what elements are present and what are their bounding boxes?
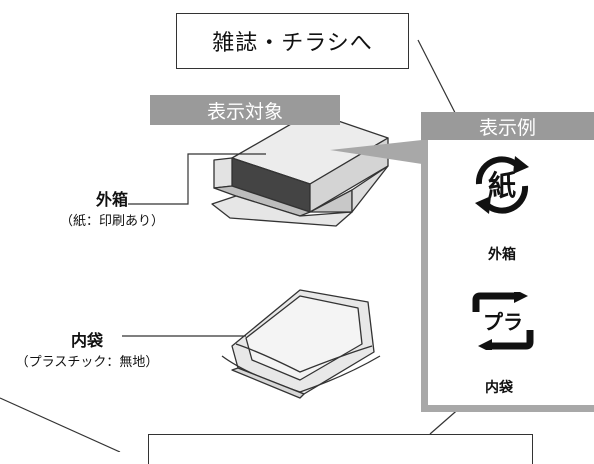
bottom-callout-box <box>148 434 533 464</box>
plastic-mark-text: プラ <box>483 310 523 334</box>
display-target-label: 表示対象 <box>206 100 283 123</box>
pointer-wedge <box>330 140 422 164</box>
illustration-layer <box>0 39 479 452</box>
inner-bag-detail: （プラスチック：無地） <box>15 355 159 370</box>
callout-text: 雑誌・チラシへ <box>212 31 373 56</box>
inner-bag-name: 内袋 <box>70 331 103 350</box>
outer-box-illustration <box>211 111 389 227</box>
example-label: 表示例 <box>478 116 536 139</box>
callout-box: 雑誌・チラシへ <box>176 13 409 69</box>
display-target-tag: 表示対象 <box>150 95 340 125</box>
outer-box-label: 外箱 （紙：印刷あり） <box>52 186 172 229</box>
outer-box-leader <box>128 153 266 205</box>
paper-mark-text: 紙 <box>488 169 516 202</box>
plastic-mark-label: 内袋 <box>485 380 513 396</box>
bottom-leader-line <box>0 397 121 452</box>
outer-box-detail: （紙：印刷あり） <box>59 214 164 229</box>
inner-bag-illustration <box>221 289 381 399</box>
plastic-recycle-icon: プラ <box>472 292 534 350</box>
outer-box-name: 外箱 <box>95 190 128 209</box>
paper-mark-label: 外箱 <box>488 247 516 263</box>
example-tag: 表示例 <box>421 112 594 140</box>
inner-bag-label: 内袋 （プラスチック：無地） <box>12 327 162 370</box>
paper-recycle-icon: 紙 <box>475 156 529 214</box>
